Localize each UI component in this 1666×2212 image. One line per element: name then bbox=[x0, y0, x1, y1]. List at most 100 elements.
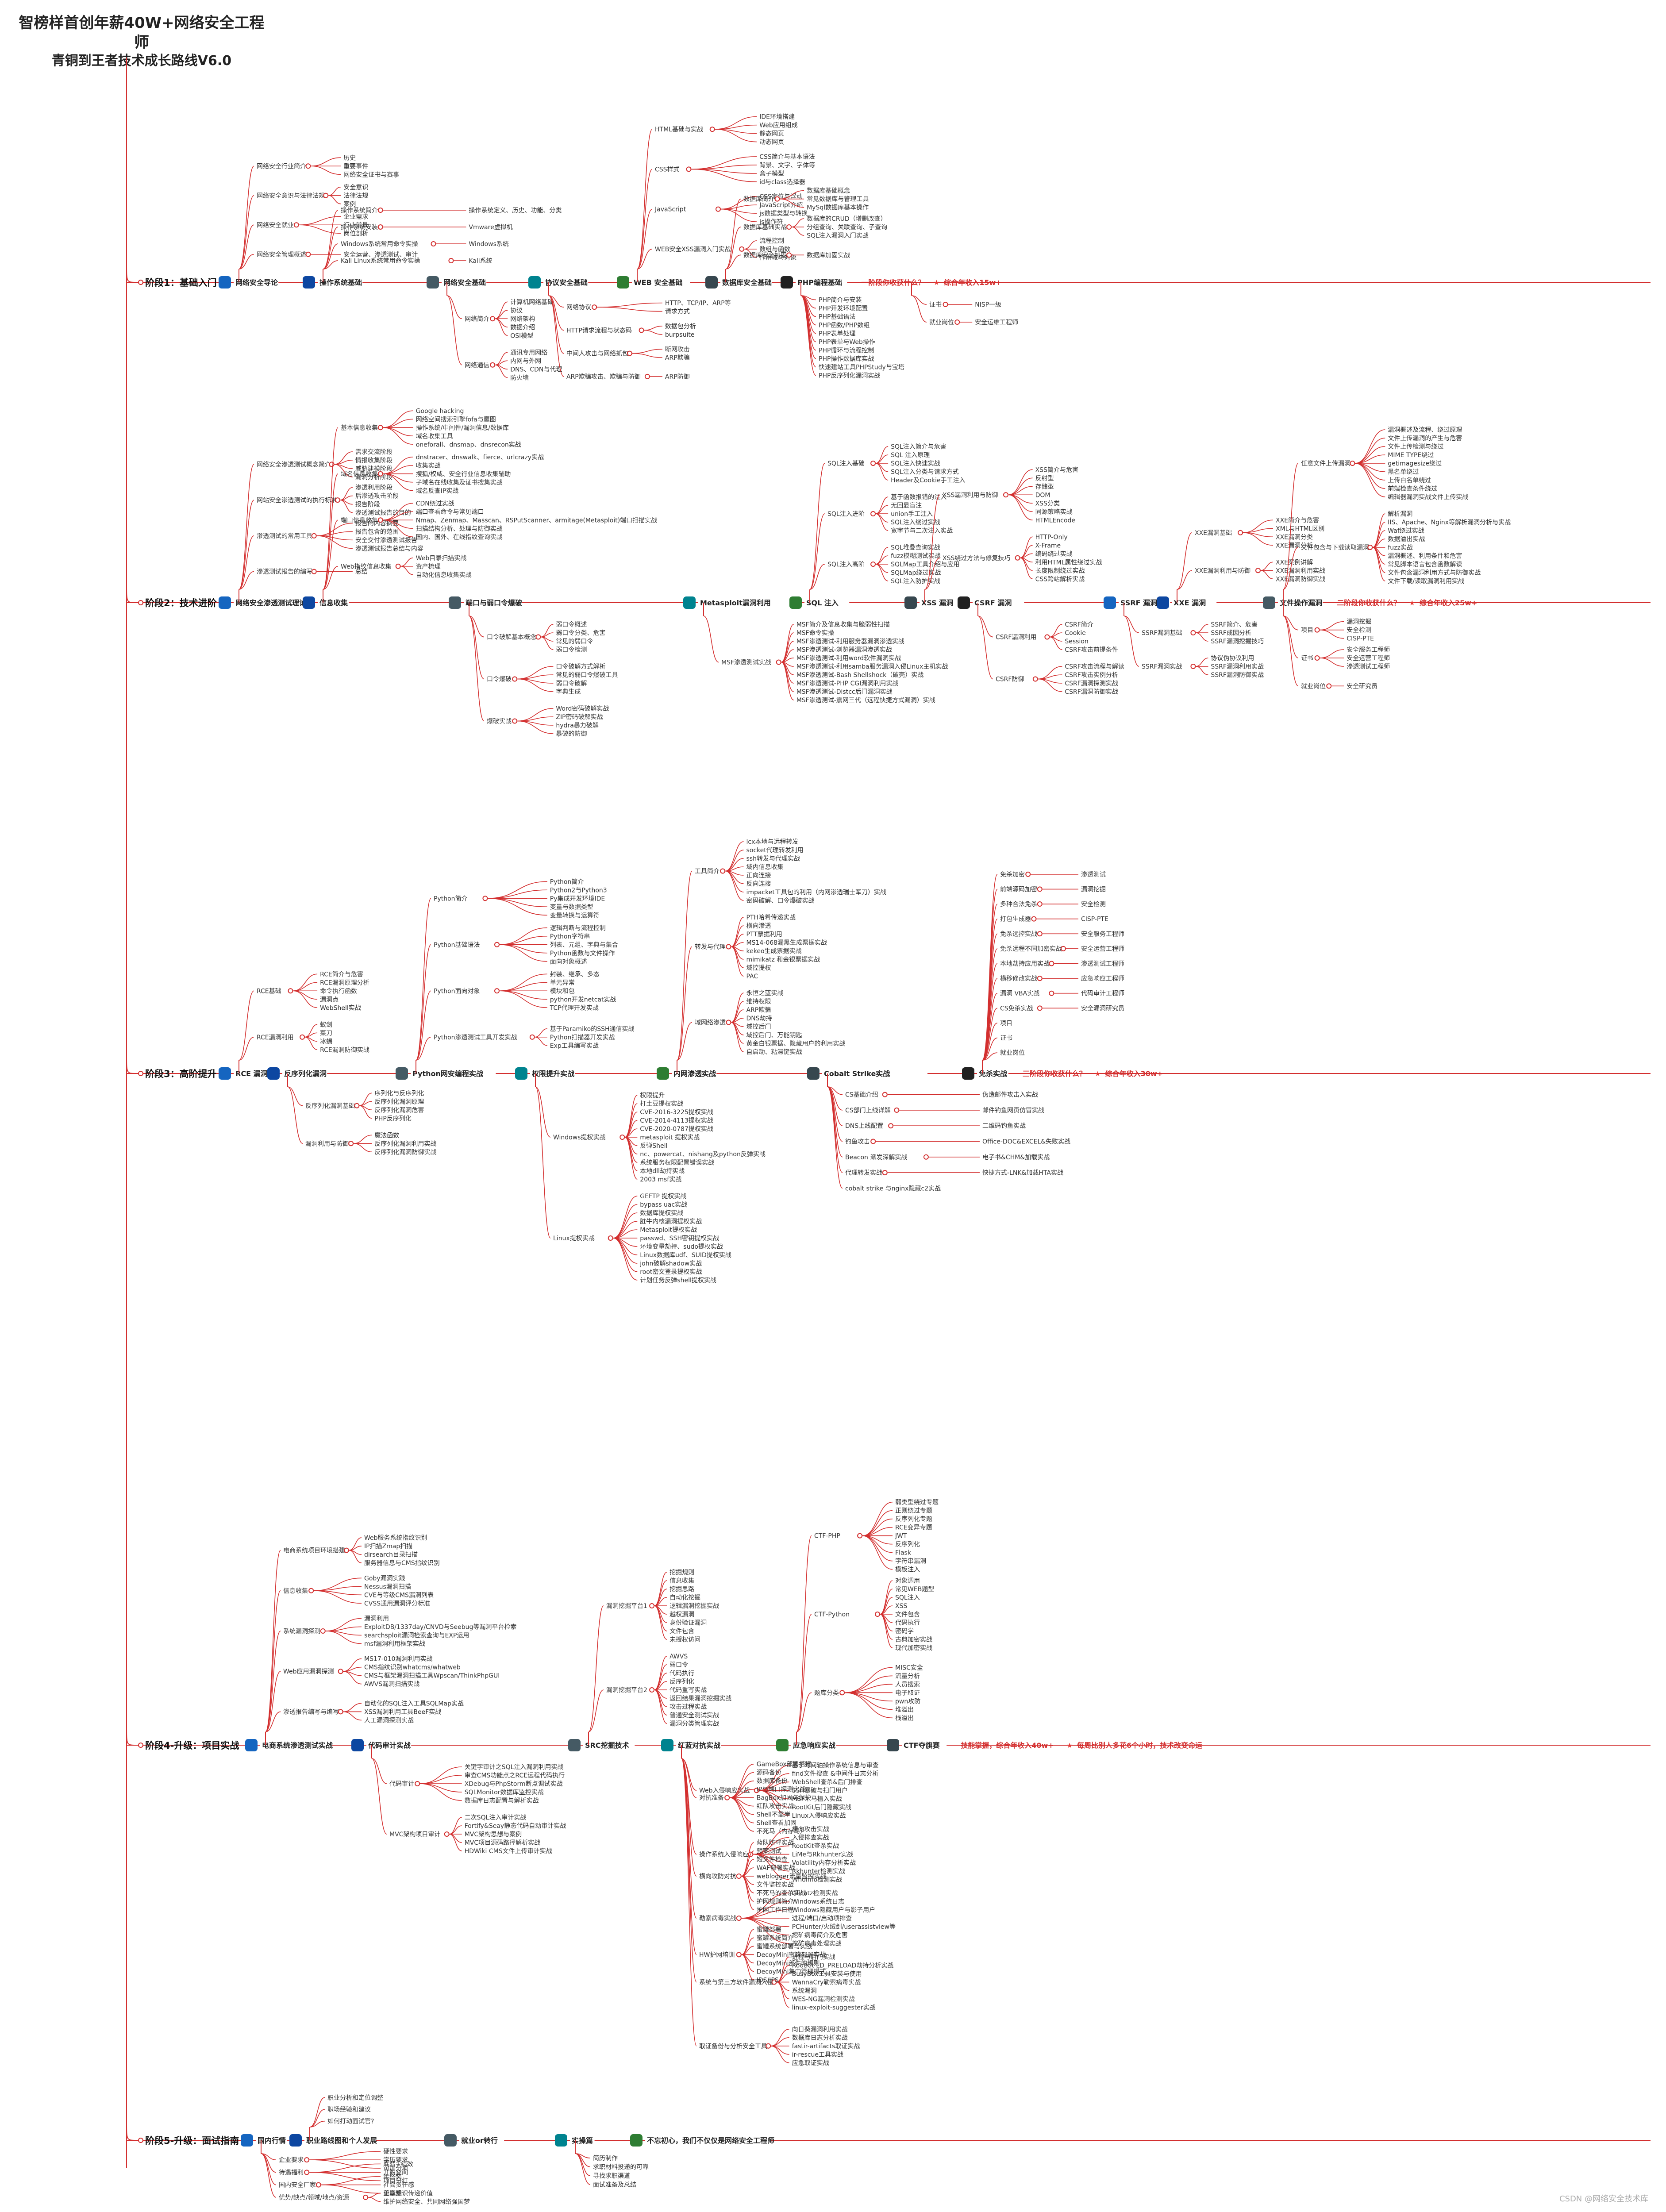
leaf-item: 未授权访问 bbox=[669, 1636, 700, 1643]
leaf-item: 安全服务工程师 bbox=[1347, 646, 1390, 654]
leaf-item: 漏洞挖掘 bbox=[1081, 886, 1106, 893]
branch-item: 代理转发实战 bbox=[845, 1169, 882, 1177]
leaf-item: 弱类型绕过专题 bbox=[895, 1499, 939, 1506]
stage-note-2-1: 二阶段你收获什么？ bbox=[1337, 599, 1401, 607]
main-node-4-4: 红蓝对抗实战 bbox=[678, 1741, 720, 1750]
branch-item: 寻找求职渠道 bbox=[593, 2173, 630, 2180]
leaf-item: id与class选择器 bbox=[759, 179, 805, 186]
leaf-item: 进程与后门实战 bbox=[792, 1954, 835, 1961]
leaf-link bbox=[400, 557, 413, 567]
leaf-link bbox=[343, 1703, 362, 1712]
leaf-item: 维持权限 bbox=[746, 998, 771, 1005]
leaf-item: HDWiki CMS文件上传审计实战 bbox=[465, 1848, 552, 1855]
branch-node bbox=[494, 942, 500, 947]
leaf-item: 报告阶段 bbox=[355, 501, 380, 508]
leaf-item: IDS/IPS bbox=[757, 1977, 779, 1984]
branch-node bbox=[1190, 664, 1196, 669]
main-node-4-6: CTF夺旗赛 bbox=[904, 1741, 940, 1750]
branch-item: 端口信息收集 bbox=[341, 516, 378, 524]
branch-item: 前端源码加密 bbox=[1000, 885, 1037, 893]
leaf-item: LiMe与Rkhunter实战 bbox=[792, 1851, 854, 1858]
leaf-item: 安全交付渗透测试报告 bbox=[355, 536, 417, 544]
main-node-icon bbox=[245, 1739, 258, 1751]
leaf-link bbox=[309, 2151, 381, 2160]
leaf-link bbox=[1020, 557, 1033, 580]
branch-link bbox=[309, 2097, 325, 2127]
branch-link bbox=[323, 210, 339, 269]
stage-note-3-1: 三阶段你收获什么？ bbox=[1023, 1069, 1086, 1078]
leaf-item: 攻击过程实战 bbox=[669, 1704, 707, 1711]
leaf-item: 域控后门 bbox=[746, 1023, 771, 1031]
main-node-3-1: RCE 漏洞 bbox=[235, 1069, 268, 1078]
branch-node bbox=[377, 517, 383, 523]
leaf-item: MSF渗透测试-震网三代（远程快捷方式漏洞）实战 bbox=[796, 697, 935, 704]
leaf-item: 存储型 bbox=[1035, 483, 1054, 490]
leaf-link bbox=[741, 1876, 754, 1910]
branch-link bbox=[637, 208, 653, 269]
branch-node bbox=[766, 2043, 771, 2049]
leaf-link bbox=[654, 1572, 667, 1606]
leaf-item: 网络空间搜索引擎fofa与鹰图 bbox=[416, 415, 496, 423]
leaf-item: python开发netcat实战 bbox=[550, 996, 616, 1003]
branch-item: 免杀远控实战 bbox=[1000, 931, 1037, 938]
branch-link bbox=[796, 1535, 812, 1732]
leaf-item: 域名收集工具 bbox=[416, 432, 453, 440]
leaf-item: RCE变异专题 bbox=[895, 1524, 932, 1531]
branch-item: 中间人攻击与网络抓包 bbox=[566, 350, 628, 358]
leaf-link bbox=[321, 2184, 381, 2194]
branch-node bbox=[709, 127, 715, 132]
leaf-item: 企业需求 bbox=[343, 213, 368, 220]
leaf-item: 蜜罐部署 bbox=[757, 1926, 781, 1933]
branch-link bbox=[637, 249, 653, 269]
leaf-item: Web目录扫描实战 bbox=[416, 555, 467, 562]
main-node-2-4: Metasploit漏洞利用 bbox=[700, 599, 771, 607]
leaf-link bbox=[875, 513, 889, 531]
leaf-item: XXE漏洞分类 bbox=[1276, 534, 1313, 541]
leaf-item: 通讯专用网络 bbox=[510, 349, 547, 356]
branch-node bbox=[1350, 461, 1355, 466]
leaf-item: 前端检查条件绕过 bbox=[1388, 485, 1437, 492]
branch-node bbox=[494, 988, 500, 994]
leaf-item: Windows隐藏用户与影子用户 bbox=[792, 1906, 876, 1914]
branch-item: 面试准备及总结 bbox=[593, 2181, 636, 2189]
branch-item: JavaScript bbox=[654, 206, 686, 213]
leaf-item: RCE漏洞防御实战 bbox=[320, 1046, 369, 1054]
leaf-item: 对象调用 bbox=[895, 1577, 920, 1585]
leaf-item: SQL 注入原理 bbox=[891, 452, 930, 459]
branch-node bbox=[363, 2194, 369, 2200]
main-node-3-3: Python网安编程实战 bbox=[412, 1069, 483, 1078]
leaf-item: MVC项目源码路径解析实战 bbox=[465, 1839, 540, 1847]
branch-item: 网络通信 bbox=[465, 362, 489, 369]
main-node-5-1: 国内行情 bbox=[258, 2136, 286, 2145]
branch-item: 域网络渗透 bbox=[695, 1019, 726, 1027]
branch-link bbox=[575, 2153, 591, 2185]
main-node-icon bbox=[776, 1739, 789, 1751]
branch-node bbox=[311, 569, 317, 574]
leaf-item: MSF渗透测试-利用服务器漏洞渗透实战 bbox=[796, 638, 904, 645]
leaf-item: 常见WEB题型 bbox=[895, 1586, 934, 1593]
branch-node bbox=[490, 316, 496, 322]
leaf-item: Windows系统日志 bbox=[792, 1898, 845, 1905]
leaf-item: DOM bbox=[1035, 492, 1050, 499]
main-node-bg bbox=[260, 1737, 332, 1754]
branch-item: RCE漏洞利用 bbox=[257, 1034, 294, 1041]
main-node-icon bbox=[630, 2134, 643, 2147]
leaf-link bbox=[517, 678, 554, 692]
branch-item: 就业岗位 bbox=[929, 319, 954, 326]
leaf-item: dnstracer、dnswalk、fierce、urlcrazy实战 bbox=[416, 454, 544, 461]
leaf-item: 域内信息收集 bbox=[746, 863, 784, 871]
branch-link bbox=[637, 129, 653, 269]
leaf-item: 可加分项 bbox=[383, 2165, 408, 2172]
leaf-item: GameBox部署搭建 bbox=[757, 1761, 812, 1768]
leaf-item: 应急取证实战 bbox=[792, 2059, 829, 2067]
stage-label-4: 阶段4-升级：项目实战 bbox=[145, 1740, 239, 1751]
leaf-item: SQL注入漏洞入门实战 bbox=[807, 232, 869, 239]
branch-node bbox=[293, 222, 299, 228]
leaf-link bbox=[517, 720, 554, 734]
leaf-item: XXE简介与危害 bbox=[1276, 516, 1319, 524]
leaf-link bbox=[495, 310, 508, 319]
leaf-link bbox=[731, 1022, 744, 1052]
leaf-item: 红队攻击实战 bbox=[757, 1803, 794, 1810]
stage-connector bbox=[126, 1055, 137, 1074]
leaf-link bbox=[753, 1828, 789, 1855]
